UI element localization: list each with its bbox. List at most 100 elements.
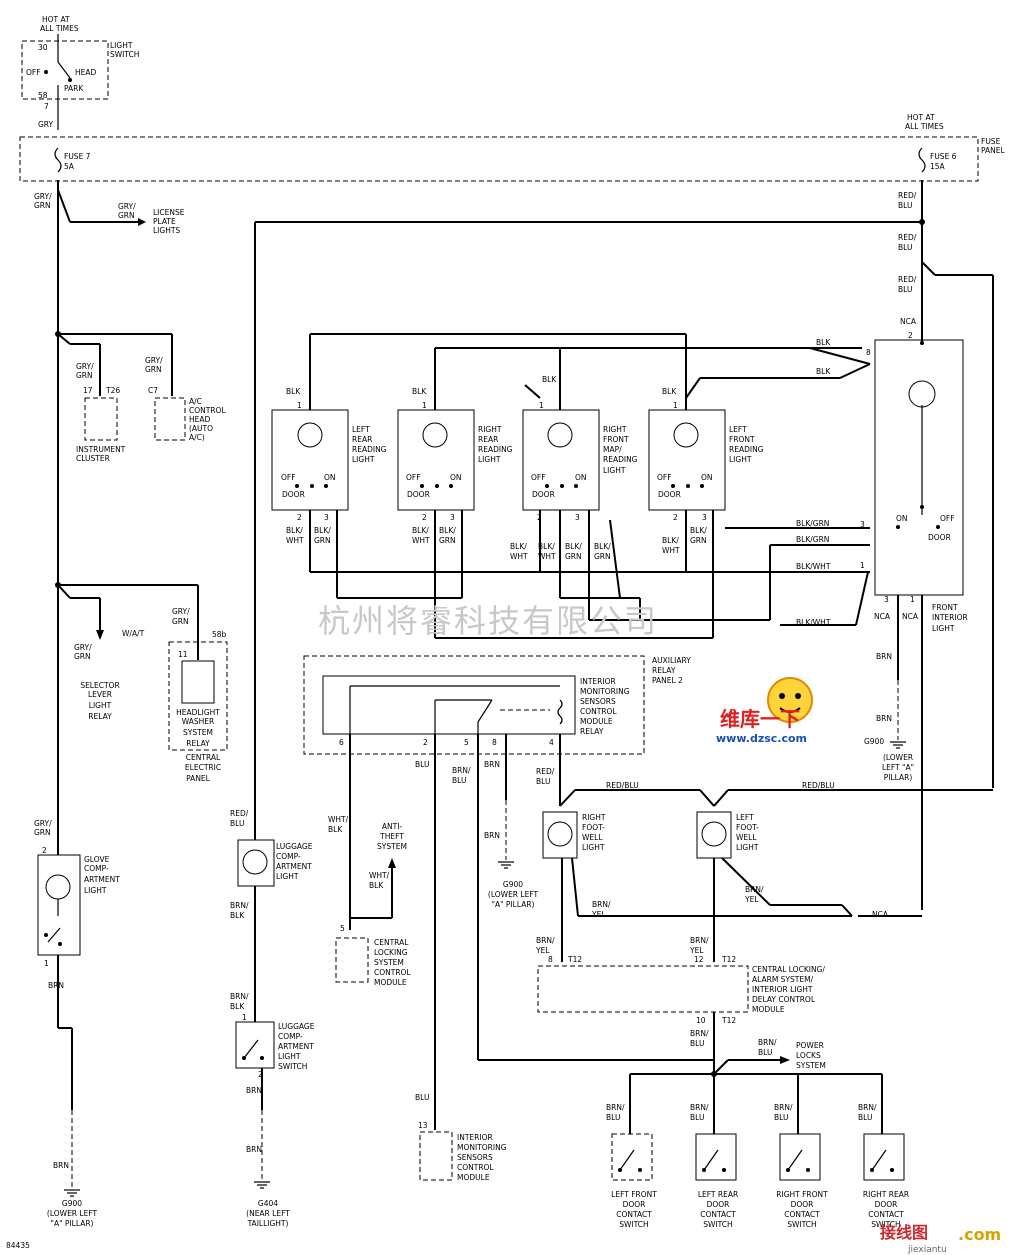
wire-segment [699,789,715,807]
diagram-label: ALARM SYSTEM/ [752,975,814,984]
diagram-label: LEFT [736,813,754,822]
watermark-text: 杭州将睿科技有限公司 [318,602,658,640]
wire-segment [695,1133,737,1181]
diagram-label: DOOR [282,490,305,499]
diagram-label: BRN/ [690,936,709,945]
diagram-label: LEFT [729,425,747,434]
diagram-label: 1 [44,959,49,968]
instrument-cluster: 17 T26 INSTRUMENT CLUSTER [76,386,126,463]
luggage-compartment-light: LUGGAGE COMP- ARTMENT LIGHT [237,839,313,887]
splice-dot [242,1056,246,1060]
diagram-label: SWITCH [278,1062,307,1071]
diagram-label: BLK [662,387,677,396]
light-switch: HOT AT ALL TIMES 30 LIGHT SWITCH OFF HEA… [21,15,139,130]
diagram-label: SWITCH [871,1220,900,1229]
splice-dot [702,1168,706,1172]
diagram-label: 1 [539,401,544,410]
diagram-label: ON [896,514,908,523]
diagram-label: FUSE [981,137,1001,146]
diagram-label: 3 [324,513,329,522]
wire-segment [57,333,71,345]
diagram-label: 4 [549,738,554,747]
wire-segment [138,218,146,226]
diagram-label: BRN [876,714,892,723]
wire-segment [547,422,573,448]
diagram-label: BLU [898,243,912,252]
wire-segment [855,571,869,626]
diagram-label: C7 [148,386,158,395]
diagram-label: DOOR [928,533,951,542]
splice-dot [870,1168,874,1172]
diagram-label: BRN/ [452,766,471,775]
diagram-label: GRN [145,365,162,374]
splice-dot [44,933,48,937]
diagram-label: GRN [34,828,51,837]
diagram-label: LIGHT [278,1052,301,1061]
diagram-label: CONTROL [580,707,617,716]
diagram-label: GRN [34,201,51,210]
diagram-label: FUSE 7 [64,152,91,161]
diagram-label: PLATE [153,217,176,226]
wire-segment [787,1149,803,1171]
diagram-label: ALL TIMES [40,24,79,33]
diagram-label: WHT/ [369,871,390,880]
diagram-label: HEAD [75,68,97,77]
diagram-label: NCA [872,910,889,919]
diagram-label: REAR [352,435,372,444]
diagram-label: BRN/ [774,1103,793,1112]
splice-dot [295,484,299,488]
wire-segment [685,377,701,399]
ground-g900-bottom: G900 (LOWER LEFT "A" PILLAR) [47,1189,98,1228]
diagram-label: ELECTRIC [185,763,221,772]
diagram-label: "A" PILLAR) [492,900,535,909]
diagram-label: LEFT "A" [882,763,914,772]
diagram-label: SENSORS [457,1153,493,1162]
diagram-label: BRN [246,1145,262,1154]
diagram-label: CONTROL [457,1163,494,1172]
wire-segment [779,693,785,699]
diagram-label: DOOR [707,1200,730,1209]
wire-segment [524,384,541,399]
wire-segment [19,136,979,182]
diagram-label: RED/ [536,767,555,776]
diagram-label: 3 [450,513,455,522]
splice-dot [618,1168,622,1172]
diagram-label: READING [603,455,638,464]
wire-segment [181,660,215,704]
splice-dot [260,1056,264,1060]
diagram-label: OFF [940,514,955,523]
diagram-label: FRONT [729,435,755,444]
diagram-label: POWER [796,1041,824,1050]
wire-segment [547,821,573,847]
diagram-label: ON [450,473,462,482]
diagram-label: LIGHT [729,455,752,464]
diagram-label: OFF [281,473,296,482]
diagram-label: SYSTEM [377,842,407,851]
headlight-washer-relay: 58b 11 HEADLIGHT WASHER SYSTEM RELAY CEN… [168,630,228,783]
splice-dot [890,1168,894,1172]
diagram-label: READING [478,445,513,454]
diagram-label: PANEL 2 [652,676,683,685]
wire-segment [839,363,871,379]
diagram-label: BLK/ [286,526,303,535]
splice-dot [786,1168,790,1172]
diagram-label: BRN/ [690,1103,709,1112]
diagram-label: OFF [406,473,421,482]
diagram-label: INTERIOR LIGHT [752,985,813,994]
diagram-label: 11 [178,650,188,659]
diagram-label: BRN/ [592,900,611,909]
wire-segment [322,675,576,735]
diagram-label: CONTROL [189,406,226,415]
diagram-label: ON [575,473,587,482]
diagram-label: A/C [189,397,202,406]
diagram-label: RELAY [580,727,604,736]
diagram-label: DOOR [875,1200,898,1209]
splice-dot [44,70,48,74]
wire-segment [235,1021,275,1069]
diagram-label: BLU [452,776,466,785]
door-switch-left-rear: LEFT REAR DOOR CONTACT SWITCH [695,1133,738,1229]
diagram-label: BLU [230,819,244,828]
diagram-label: CONTROL [374,968,411,977]
wire-segment [779,707,801,713]
wire-segment [243,1039,259,1059]
